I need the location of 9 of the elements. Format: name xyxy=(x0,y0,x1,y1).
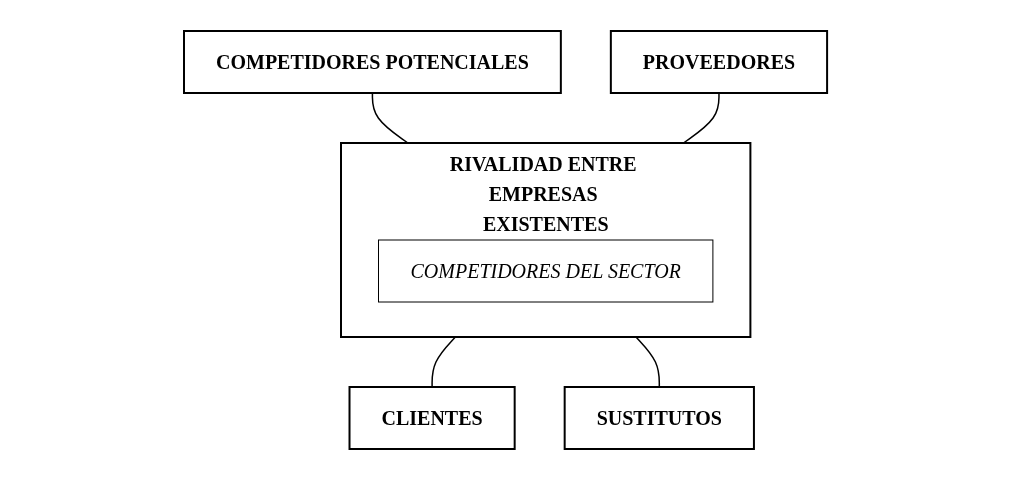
node-box: COMPETIDORES POTENCIALES xyxy=(182,30,562,94)
connector xyxy=(682,92,720,144)
node-box: CLIENTES xyxy=(348,386,516,450)
node-box: COMPETIDORES DEL SECTOR xyxy=(377,239,714,303)
connector xyxy=(431,336,457,388)
node-box: PROVEEDORES xyxy=(609,30,829,94)
node-box: SUSTITUTOS xyxy=(563,386,755,450)
connector xyxy=(635,336,660,388)
connector xyxy=(371,92,409,144)
